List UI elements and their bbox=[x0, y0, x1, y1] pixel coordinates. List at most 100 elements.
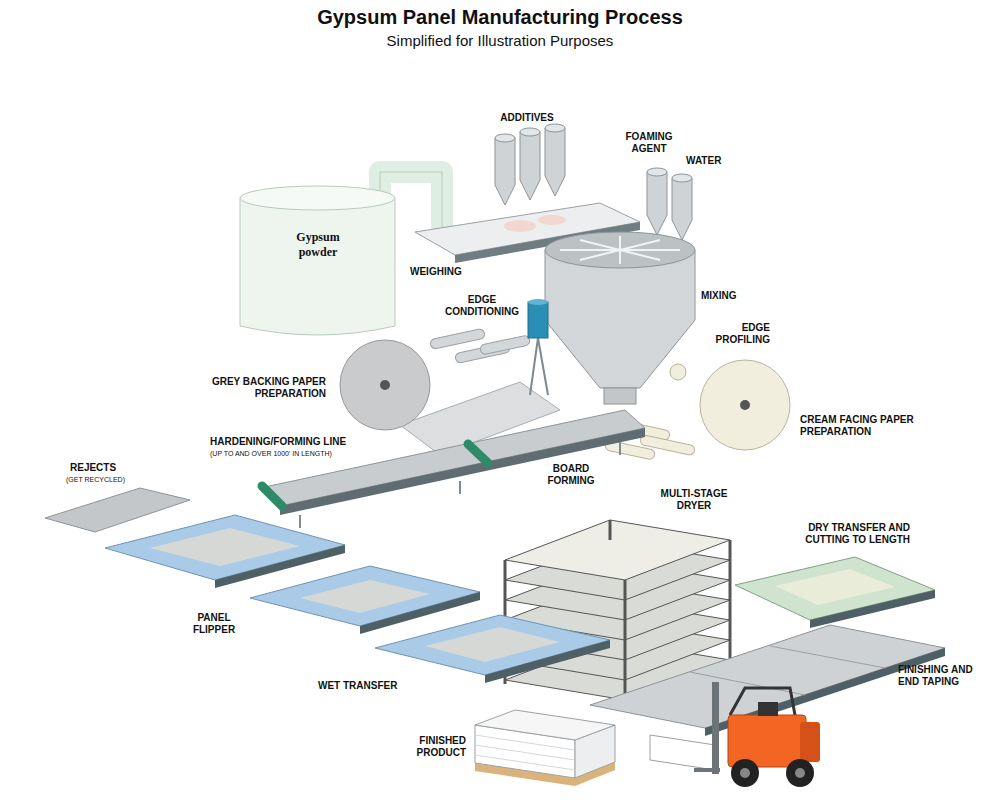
forklift-part bbox=[730, 688, 795, 715]
additive-hoppers-part bbox=[495, 134, 515, 142]
mixer-part bbox=[545, 232, 695, 268]
finished-stack-part bbox=[475, 735, 575, 770]
forklift-part bbox=[786, 759, 814, 787]
process-label: ADDITIVES bbox=[487, 112, 567, 124]
grey-paper-roll-part-part bbox=[430, 328, 486, 349]
process-label: FINISHED PRODUCT bbox=[402, 735, 466, 759]
subtitle: Simplified for Illustration Purposes bbox=[0, 32, 1000, 49]
grey-paper-roll-part bbox=[340, 340, 430, 430]
process-label: GREY BACKING PAPER PREPARATION bbox=[206, 376, 326, 400]
wet-conveyors-part bbox=[150, 528, 300, 566]
dryer-part bbox=[729, 540, 732, 664]
process-label: REJECTS bbox=[70, 462, 116, 474]
process-label: CREAM FACING PAPER PREPARATION bbox=[800, 414, 918, 438]
wet-conveyors bbox=[105, 515, 610, 683]
process-label: PANEL FLIPPER bbox=[184, 612, 244, 636]
silo: Gypsum powder bbox=[235, 180, 400, 340]
process-label: (GET RECYCLED) bbox=[66, 475, 125, 484]
grey-paper-roll-part bbox=[430, 328, 531, 363]
cream-paper-roll-part bbox=[670, 364, 686, 380]
cream-paper-roll-part bbox=[740, 400, 750, 410]
liquid-tanks-part bbox=[647, 168, 667, 176]
wet-conveyors-part bbox=[375, 615, 610, 675]
additive-hoppers-part bbox=[520, 132, 540, 200]
process-label: WEIGHING bbox=[410, 266, 462, 278]
title: Gypsum Panel Manufacturing Process bbox=[0, 6, 1000, 29]
liquid-tanks-part bbox=[672, 178, 692, 240]
finishing-conveyor-part bbox=[590, 625, 945, 728]
forming-line bbox=[260, 410, 645, 528]
forklift-part bbox=[728, 715, 806, 767]
wet-conveyors-part bbox=[105, 515, 345, 580]
forklift-part bbox=[800, 722, 820, 762]
process-label: FOAMING AGENT bbox=[620, 131, 678, 155]
liquid-tanks bbox=[647, 168, 692, 240]
process-label: MULTI-STAGE DRYER bbox=[652, 488, 736, 512]
mixer-part bbox=[560, 236, 680, 264]
cream-paper-roll bbox=[605, 360, 790, 460]
forklift bbox=[650, 682, 820, 787]
edge-conditioner-part bbox=[528, 299, 548, 305]
forklift-part bbox=[758, 702, 778, 716]
cream-paper-roll-part bbox=[700, 360, 790, 450]
process-label: (UP TO AND OVER 1000' IN LENGTH) bbox=[210, 449, 332, 458]
dryer-part bbox=[624, 580, 627, 704]
process-label: EDGE PROFILING bbox=[706, 322, 770, 346]
process-label: EDGE CONDITIONING bbox=[440, 294, 524, 318]
additive-hoppers-part bbox=[545, 128, 565, 196]
grey-paper-roll-part bbox=[380, 380, 390, 390]
weighing-conveyor-part bbox=[504, 220, 536, 232]
grey-paper-roll-part-part bbox=[480, 335, 531, 355]
forklift-part bbox=[731, 759, 759, 787]
mixer-part bbox=[545, 250, 695, 388]
dry-transfer bbox=[735, 557, 935, 628]
forming-line-part bbox=[262, 486, 282, 506]
forming-line-part bbox=[619, 442, 621, 455]
forklift-part bbox=[740, 768, 750, 778]
forming-line-part bbox=[299, 515, 301, 528]
process-label: WATER bbox=[686, 155, 721, 167]
additive-hoppers-part bbox=[495, 138, 515, 205]
dry-transfer-part bbox=[735, 557, 935, 620]
finishing-conveyor-part bbox=[690, 672, 805, 695]
finished-stack-part bbox=[475, 710, 615, 740]
forklift-part bbox=[650, 735, 715, 770]
mixer-part bbox=[604, 388, 636, 404]
forming-line-part bbox=[459, 481, 461, 494]
forklift-part bbox=[694, 768, 720, 772]
liquid-tanks-part bbox=[672, 174, 692, 182]
process-label: FINISHING AND END TAPING bbox=[898, 664, 994, 688]
silo-top bbox=[240, 186, 395, 210]
silo-outline bbox=[235, 180, 400, 340]
forming-line-part bbox=[260, 410, 645, 506]
wet-conveyors-part bbox=[425, 627, 560, 662]
process-label: MIXING bbox=[701, 290, 737, 302]
silo-body bbox=[240, 198, 395, 335]
forklift-part bbox=[795, 768, 805, 778]
finishing-conveyor-part bbox=[770, 646, 885, 668]
wet-conveyors-part bbox=[300, 580, 430, 613]
dryer-part bbox=[609, 520, 612, 540]
dryer-part bbox=[505, 520, 730, 580]
edge-conditioner-part bbox=[530, 338, 538, 395]
edge-conditioner-part bbox=[538, 338, 548, 395]
additive-hoppers-part bbox=[520, 128, 540, 136]
edge-conditioner bbox=[528, 299, 548, 395]
rejects-panel bbox=[45, 488, 190, 532]
additive-hoppers bbox=[495, 124, 565, 205]
mixer bbox=[545, 232, 695, 404]
dry-transfer-part bbox=[775, 569, 895, 605]
forklift-part bbox=[712, 682, 719, 774]
forming-line-part bbox=[468, 444, 488, 463]
edge-conditioner-part bbox=[528, 302, 548, 338]
process-label: BOARD FORMING bbox=[543, 463, 599, 487]
process-label: HARDENING/FORMING LINE bbox=[210, 436, 346, 448]
additive-hoppers-part bbox=[545, 124, 565, 132]
weighing-conveyor-part bbox=[538, 215, 566, 225]
process-label: DRY TRANSFER AND CUTTING TO LENGTH bbox=[790, 522, 910, 546]
finished-stack bbox=[475, 710, 615, 786]
wet-conveyors-part bbox=[250, 566, 480, 626]
liquid-tanks-part bbox=[647, 172, 667, 235]
